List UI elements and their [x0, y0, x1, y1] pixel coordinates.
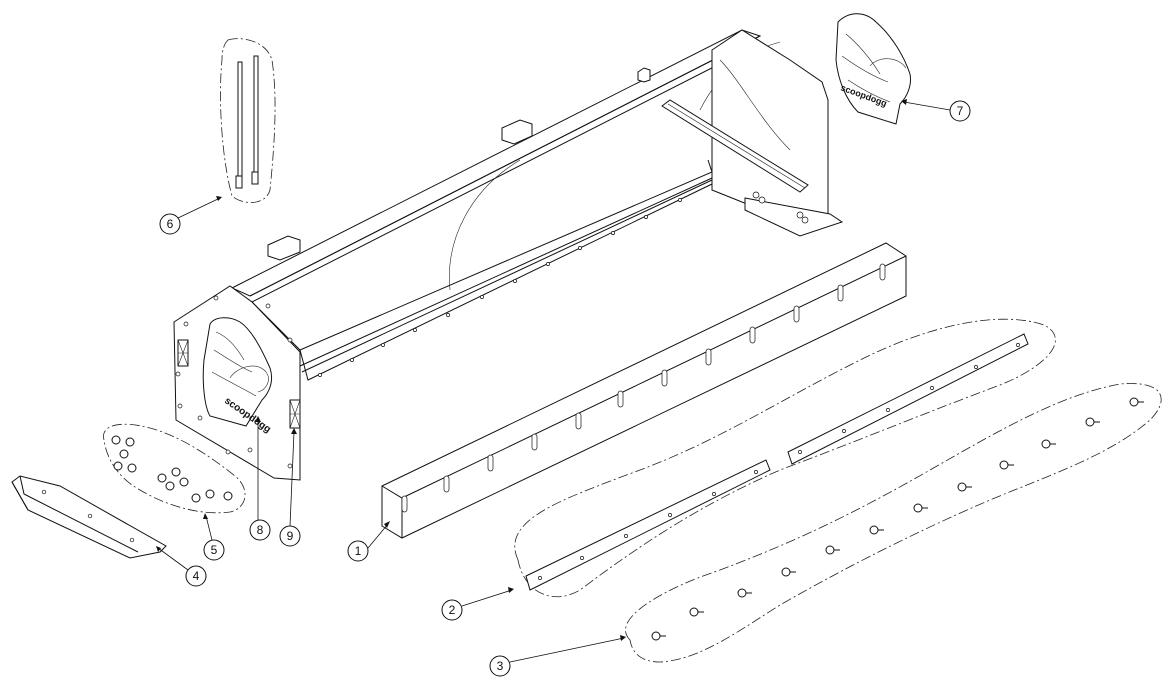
- part-2-wear-strips: [514, 318, 1056, 598]
- callout-4: 4: [156, 546, 207, 587]
- top-mount-brackets: [267, 67, 651, 261]
- wear-strip-upper-holes: [798, 343, 1020, 454]
- bolt-set: [651, 397, 1144, 641]
- callout-6: 6: [159, 196, 222, 235]
- callout-9: 9: [279, 428, 301, 547]
- part-7-side-decal: scoopdogg: [835, 13, 911, 125]
- callout-7: 7: [901, 99, 971, 122]
- callouts: 1 2 3 4 5: [156, 99, 971, 677]
- blade-slots: [401, 263, 886, 513]
- part-6-marker-rods: [220, 38, 276, 203]
- callout-8-label: 8: [257, 523, 264, 537]
- blade-mount-holes: [318, 198, 682, 377]
- callout-4-label: 4: [193, 569, 200, 583]
- callout-5-label: 5: [211, 543, 218, 557]
- callout-3-label: 3: [497, 659, 504, 673]
- reflector-decal-left: [177, 339, 189, 367]
- callout-8: 8: [249, 416, 271, 541]
- pusher-box: scoopdogg: [173, 29, 844, 481]
- nut-set: [111, 435, 233, 503]
- left-plate-holes: [175, 295, 293, 469]
- callout-2: 2: [441, 587, 514, 621]
- callout-2-label: 2: [449, 603, 456, 617]
- callout-1: 1: [347, 521, 390, 562]
- wear-strip-lower-holes: [538, 470, 758, 580]
- part-1-cutting-edge: [381, 242, 907, 539]
- part-5-hardware: [103, 423, 246, 514]
- callout-7-label: 7: [957, 104, 964, 118]
- part-3-carriage-bolts: [625, 383, 1162, 663]
- right-skid-bolts: [752, 191, 809, 224]
- callout-1-label: 1: [355, 544, 362, 558]
- callout-6-label: 6: [167, 217, 174, 231]
- callout-9-label: 9: [287, 529, 294, 543]
- callout-5: 5: [203, 513, 225, 561]
- callout-3: 3: [489, 635, 626, 677]
- reflector-decal-right: [289, 399, 301, 429]
- part-4-skid-shoe: [11, 475, 167, 559]
